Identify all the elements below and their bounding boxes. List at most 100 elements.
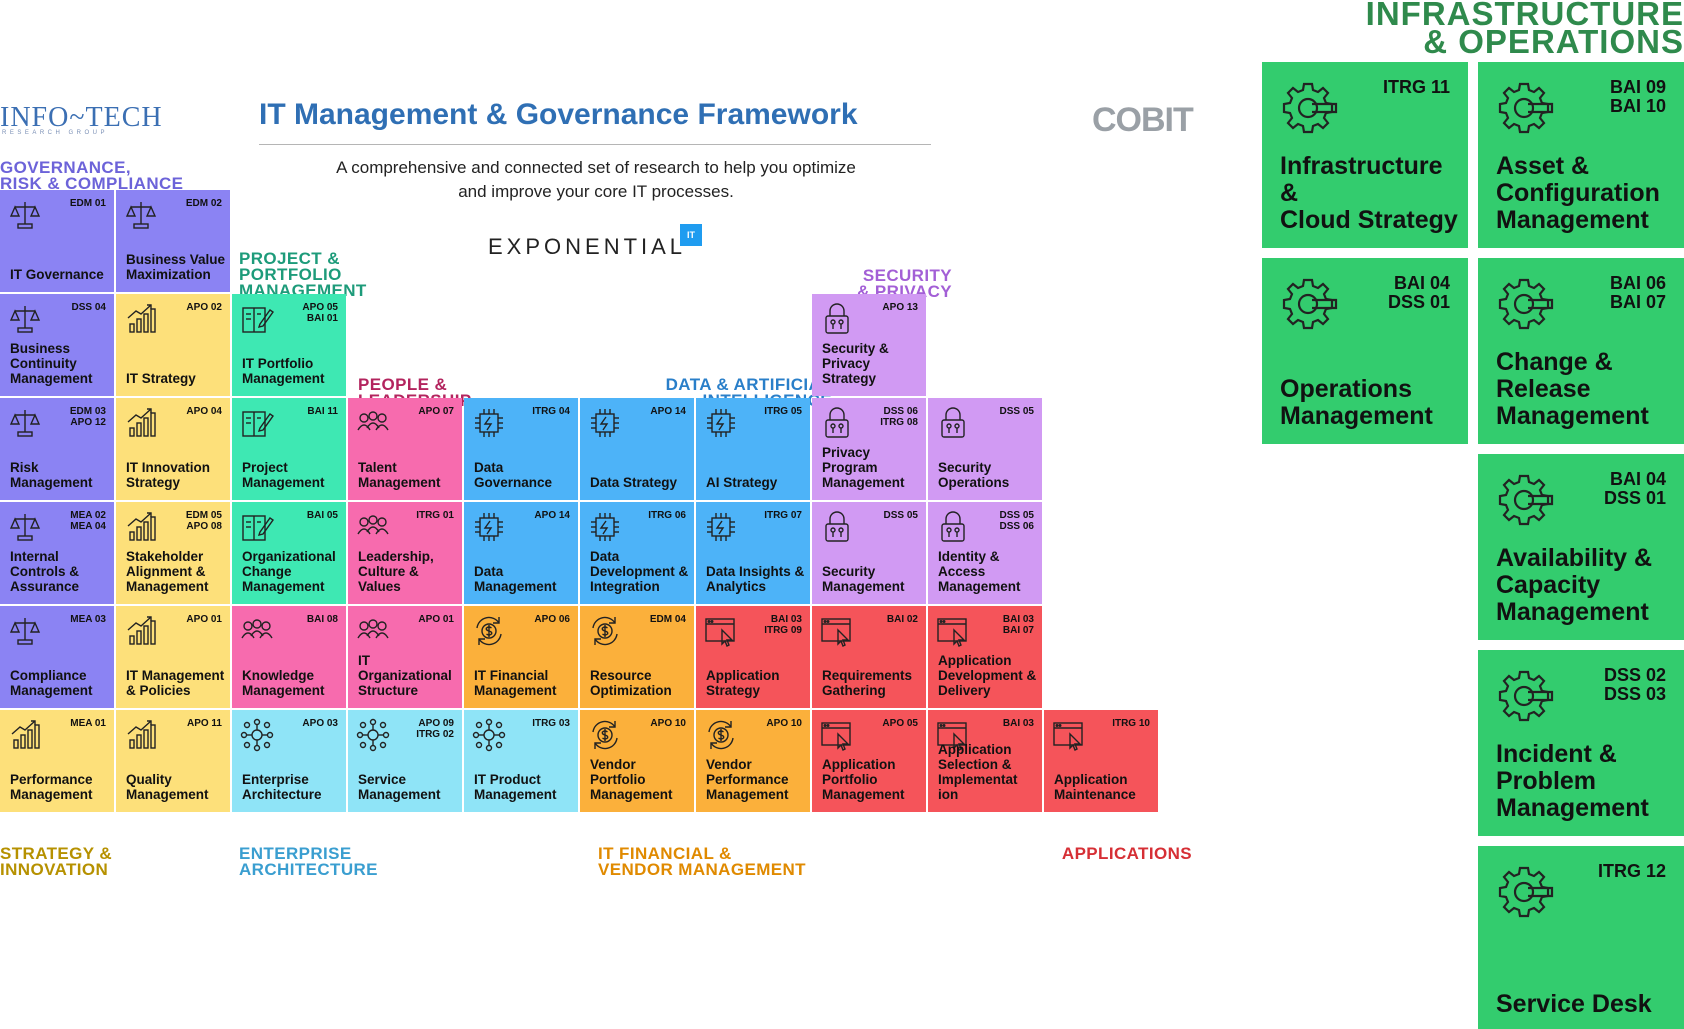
tile-name: Service Management — [358, 772, 441, 802]
network-icon — [240, 718, 274, 752]
tile-code: DSS 05 — [883, 510, 918, 521]
scales-icon — [8, 406, 42, 440]
tile-code: APO 02 — [186, 302, 222, 313]
tile-code: BAI 03 BAI 07 — [1002, 614, 1034, 636]
tile-name: Data Strategy — [590, 475, 678, 490]
gear-wrench-icon — [1494, 666, 1554, 726]
page-title: IT Management & Governance Framework — [259, 98, 858, 131]
scales-icon — [8, 198, 42, 232]
gear-wrench-icon — [1278, 274, 1338, 334]
tile-name: IT Financial Management — [474, 668, 557, 698]
tile-code: APO 01 — [418, 614, 454, 625]
group-label-infrastructure: INFRASTRUCTURE & OPERATIONS — [1365, 0, 1684, 60]
tile-name: IT Portfolio Management — [242, 356, 325, 386]
lock-icon — [820, 510, 854, 544]
tile-code: APO 05 — [882, 718, 918, 729]
tile-code: DSS 02 DSS 03 — [1603, 665, 1666, 704]
gear-wrench-icon — [1494, 78, 1554, 138]
people-icon — [356, 510, 390, 544]
tile-name: Availability & Capacity Management — [1496, 544, 1653, 626]
tile-name: Application Strategy — [706, 668, 780, 698]
tile-code: MEA 01 — [70, 718, 106, 729]
framework-tile[interactable]: APO 05 BAI 01 IT Portfolio Management — [232, 294, 346, 396]
tile-code: ITRG 07 — [764, 510, 802, 521]
window-cursor-icon — [1052, 718, 1086, 752]
tile-name: Asset & Configuration Management — [1496, 152, 1660, 234]
cobit-logo: COBIT — [1092, 101, 1194, 139]
chart-icon — [124, 302, 158, 336]
tile-name: Incident & Problem Management — [1496, 740, 1649, 822]
tile-code: DSS 06 ITRG 08 — [880, 406, 918, 428]
tile-code: EDM 05 APO 08 — [185, 510, 222, 532]
tile-code: APO 11 — [186, 718, 222, 729]
tile-code: APO 06 — [534, 614, 570, 625]
network-icon — [356, 718, 390, 752]
window-cursor-icon — [704, 614, 738, 648]
tile-name: Talent Management — [358, 460, 441, 490]
tile-name: Leadership, Culture & Values — [358, 549, 434, 594]
lock-icon — [936, 510, 970, 544]
tile-name: Knowledge Management — [242, 668, 325, 698]
framework-tile[interactable]: MEA 01 Performance Management — [0, 710, 114, 812]
tile-code: APO 05 BAI 01 — [302, 302, 338, 324]
tile-name: Performance Management — [10, 772, 93, 802]
tile-name: IT Product Management — [474, 772, 557, 802]
chip-icon — [704, 406, 738, 440]
chart-icon — [124, 614, 158, 648]
scales-icon — [124, 198, 158, 232]
tile-code: BAI 11 — [307, 406, 338, 417]
infrastructure-tile[interactable]: DSS 02 DSS 03 Incident & Problem Manageme… — [1478, 650, 1684, 836]
framework-tile[interactable]: APO 06 IT Financial Management — [464, 606, 578, 708]
scales-icon — [8, 302, 42, 336]
title-divider — [259, 144, 931, 145]
window-cursor-icon — [820, 614, 854, 648]
dollar-cycle-icon — [588, 718, 622, 752]
